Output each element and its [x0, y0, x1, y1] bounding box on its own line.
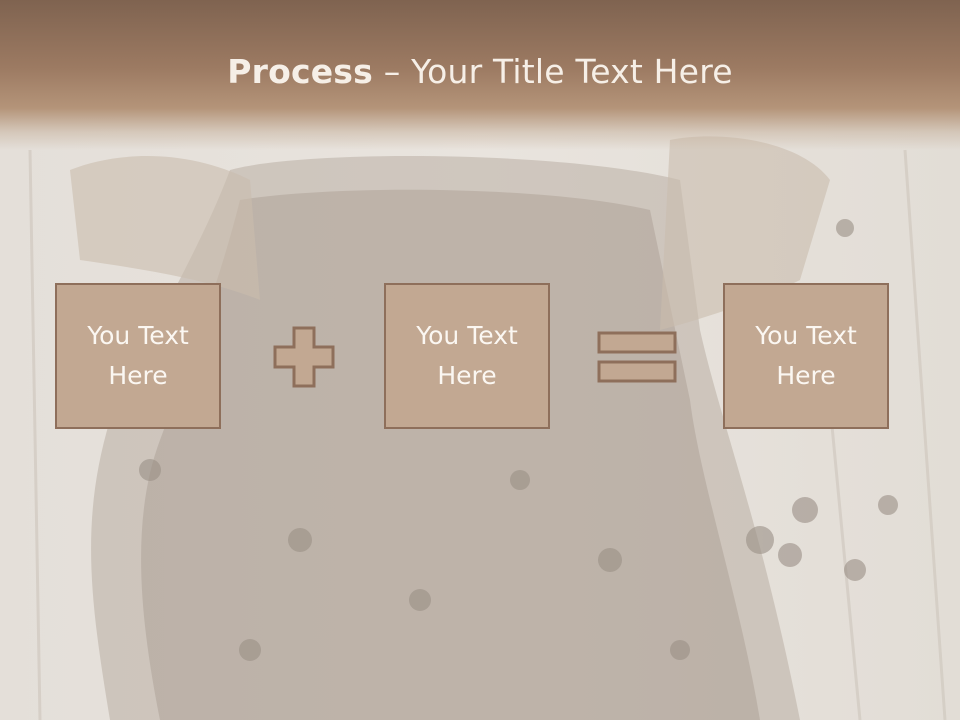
title-bold: Process [227, 52, 373, 91]
slide-title: Process – Your Title Text Here [0, 52, 960, 91]
equals-icon [597, 331, 677, 383]
process-box-label: You Text Here [755, 321, 857, 390]
process-box-2: You Text Here [384, 283, 550, 429]
process-box-label: You Text Here [416, 321, 518, 390]
title-rest: Your Title Text Here [411, 52, 733, 91]
process-box-3: You Text Here [723, 283, 889, 429]
process-box-label: You Text Here [87, 321, 189, 390]
process-box-1: You Text Here [55, 283, 221, 429]
title-separator: – [373, 52, 412, 91]
title-band [0, 0, 960, 150]
plus-icon [273, 326, 335, 388]
